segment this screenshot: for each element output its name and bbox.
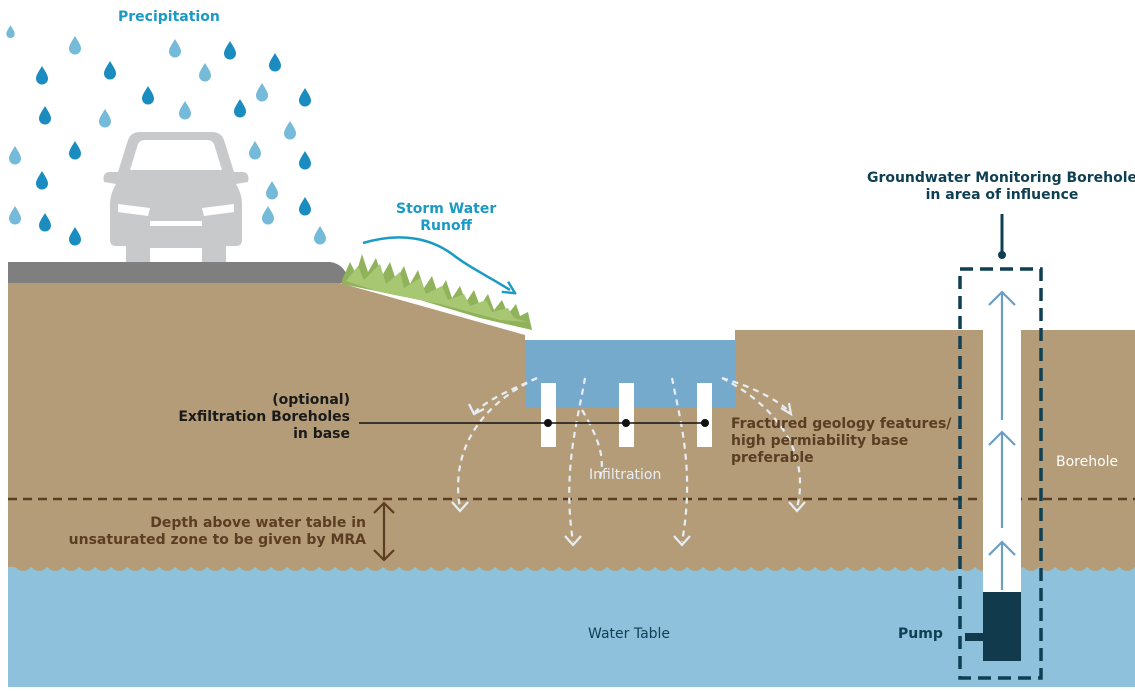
precipitation-label: Precipitation bbox=[118, 9, 220, 25]
grass bbox=[342, 254, 532, 330]
depth-arrow bbox=[373, 501, 395, 562]
pump-label: Pump bbox=[898, 626, 943, 642]
exfiltration-line-2: Exfiltration Boreholes bbox=[178, 408, 350, 425]
storm-water-runoff-label: Storm Water Runoff bbox=[396, 201, 496, 235]
depth-line-1: Depth above water table in bbox=[150, 515, 366, 531]
fractured-line-3: preferable bbox=[731, 449, 814, 466]
fractured-line-1: Fractured geology features/ bbox=[731, 416, 952, 432]
monitoring-line-1: Groundwater Monitoring Borehole bbox=[866, 170, 1135, 186]
monitoring-borehole-label: Groundwater Monitoring Borehole in area … bbox=[862, 170, 1135, 204]
storm-water-line-1: Storm Water bbox=[396, 201, 497, 217]
water-table-label: Water Table bbox=[588, 626, 671, 642]
fractured-line-2: high permiability base bbox=[731, 432, 909, 449]
road bbox=[8, 262, 349, 283]
exfiltration-line-3: in base bbox=[293, 425, 350, 442]
exfiltration-boreholes bbox=[541, 383, 712, 447]
car-icon bbox=[103, 132, 249, 262]
borehole-up-arrows bbox=[988, 290, 1016, 590]
infiltration-label: Infiltration bbox=[589, 467, 662, 483]
exfiltration-line-1: (optional) bbox=[272, 392, 350, 408]
fractured-geology-label: Fractured geology features/ high permiab… bbox=[731, 416, 951, 466]
borehole-label: Borehole bbox=[1056, 454, 1119, 470]
storm-water-line-2: Runoff bbox=[420, 217, 472, 234]
depth-line-2: unsaturated zone to be given by MRA bbox=[68, 531, 366, 548]
runoff-arrow bbox=[362, 236, 510, 290]
infiltration-arrowheads bbox=[451, 402, 806, 547]
exfiltration-boreholes-label: (optional) Exfiltration Boreholes in bas… bbox=[150, 392, 350, 442]
infiltration-arrows bbox=[457, 376, 802, 543]
depth-above-water-table-label: Depth above water table in unsaturated z… bbox=[40, 515, 366, 549]
monitoring-line-2: in area of influence bbox=[925, 186, 1079, 203]
water-table-layer bbox=[8, 560, 1135, 687]
exfiltration-leader bbox=[359, 419, 709, 427]
